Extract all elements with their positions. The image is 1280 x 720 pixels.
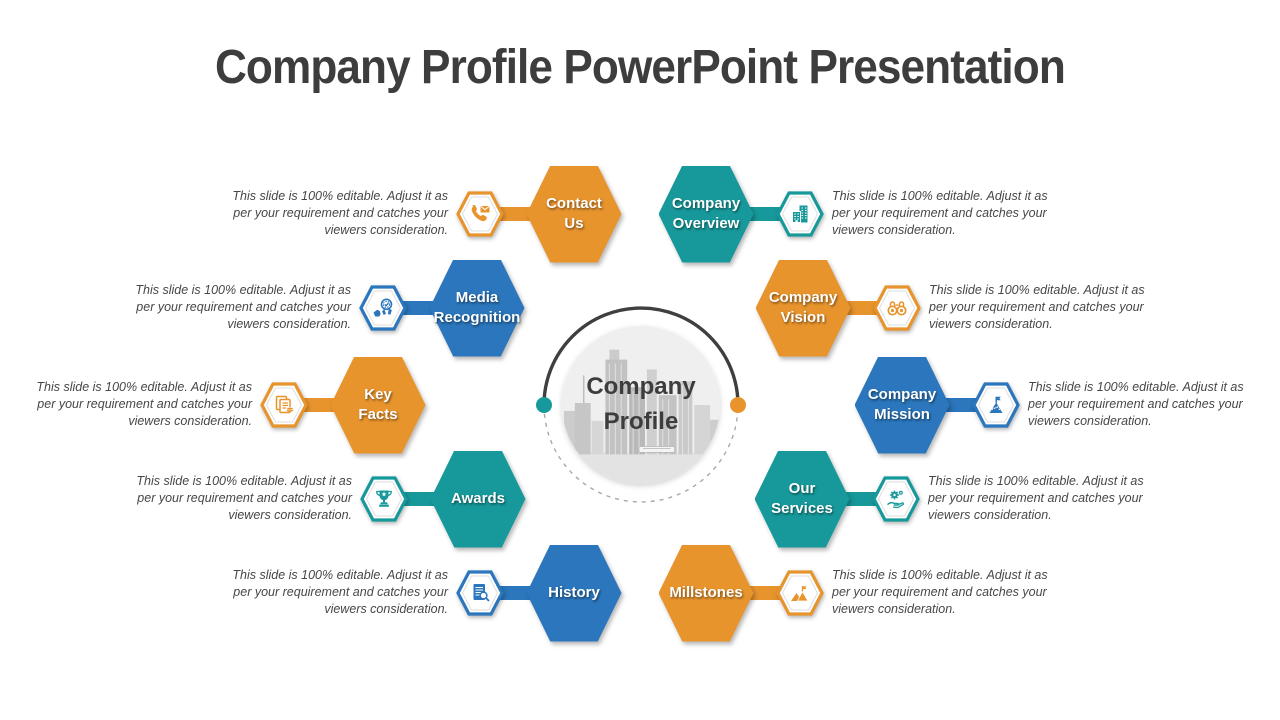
building-icon (788, 202, 812, 226)
item-label: Company Mission (867, 385, 937, 423)
ring-left-dot (536, 397, 552, 413)
icon-hexagon-frame (456, 191, 504, 237)
item-label: Awards (451, 489, 505, 507)
trophy-icon (372, 487, 396, 511)
item-icon-hexagon[interactable] (359, 285, 407, 331)
document-search-icon (468, 581, 492, 605)
item-icon-hexagon[interactable] (456, 191, 504, 237)
icon-hexagon-frame (873, 285, 921, 331)
item-hexagon-shape (430, 450, 526, 548)
hand-gear-icon (884, 487, 908, 511)
award-badge-icon (371, 296, 395, 320)
ring-right-dot (730, 397, 746, 413)
item-description: This slide is 100% editable. Adjust it a… (929, 283, 1145, 331)
binoculars-icon (885, 296, 909, 320)
mountains-flag-icon (788, 581, 812, 605)
page-title-text: Company Profile PowerPoint Presentation (215, 41, 1066, 94)
item-hexagon[interactable]: Key Facts (330, 356, 426, 454)
item-hexagon-shape (429, 259, 525, 357)
item-description: This slide is 100% editable. Adjust it a… (928, 474, 1144, 522)
item-icon-hexagon[interactable] (360, 476, 408, 522)
item-icon-hexagon[interactable] (260, 382, 308, 428)
documents-icon (272, 393, 296, 417)
item-icon-hexagon[interactable] (972, 382, 1020, 428)
item-description: This slide is 100% editable. Adjust it a… (1028, 380, 1244, 428)
item-hexagon[interactable]: Company Overview (658, 165, 754, 263)
mountain-flag-icon (984, 393, 1008, 417)
icon-hexagon-frame (872, 476, 920, 522)
item-hexagon[interactable]: Company Vision (755, 259, 851, 357)
item-hexagon[interactable]: Awards (430, 450, 526, 548)
center-ring (536, 306, 746, 503)
item-icon-hexagon[interactable] (873, 285, 921, 331)
item-label: Key Facts (358, 385, 398, 423)
item-hexagon[interactable]: Company Mission (854, 356, 950, 454)
item-description: This slide is 100% editable. Adjust it a… (36, 380, 252, 428)
item-icon-hexagon[interactable] (456, 570, 504, 616)
item-description: This slide is 100% editable. Adjust it a… (135, 283, 351, 331)
city-skyline-image (562, 326, 720, 484)
item-description: This slide is 100% editable. Adjust it a… (232, 189, 448, 237)
item-description: This slide is 100% editable. Adjust it a… (136, 474, 352, 522)
item-hexagon[interactable]: Contact Us (526, 165, 622, 263)
ring-dashed-arc (543, 404, 739, 503)
item-icon-hexagon[interactable] (776, 191, 824, 237)
item-description: This slide is 100% editable. Adjust it a… (832, 189, 1048, 237)
item-label: Company Overview (671, 194, 741, 232)
item-label: History (548, 583, 600, 601)
item-label: Media Recognition (433, 288, 521, 326)
item-hexagon[interactable]: Our Services (754, 450, 850, 548)
item-label: Millstones (669, 583, 743, 601)
center-circle[interactable]: Company Profile (562, 326, 720, 484)
item-hexagon[interactable]: Media Recognition (429, 259, 525, 357)
item-hexagon[interactable]: History (526, 544, 622, 642)
item-description: This slide is 100% editable. Adjust it a… (232, 568, 448, 616)
item-description: This slide is 100% editable. Adjust it a… (832, 568, 1048, 616)
icon-hexagon-frame (776, 570, 824, 616)
item-icon-hexagon[interactable] (872, 476, 920, 522)
item-label: Company Vision (768, 288, 838, 326)
center-title: Company Profile (586, 373, 696, 435)
phone-mail-icon (468, 202, 492, 226)
page-title: Company Profile PowerPoint Presentation (0, 40, 1280, 95)
ring-solid-arc (542, 306, 740, 406)
item-hexagon-shape (330, 356, 426, 454)
item-label: Our Services (771, 479, 833, 517)
item-label: Contact Us (546, 194, 602, 232)
item-hexagon[interactable]: Millstones (658, 544, 754, 642)
item-icon-hexagon[interactable] (776, 570, 824, 616)
